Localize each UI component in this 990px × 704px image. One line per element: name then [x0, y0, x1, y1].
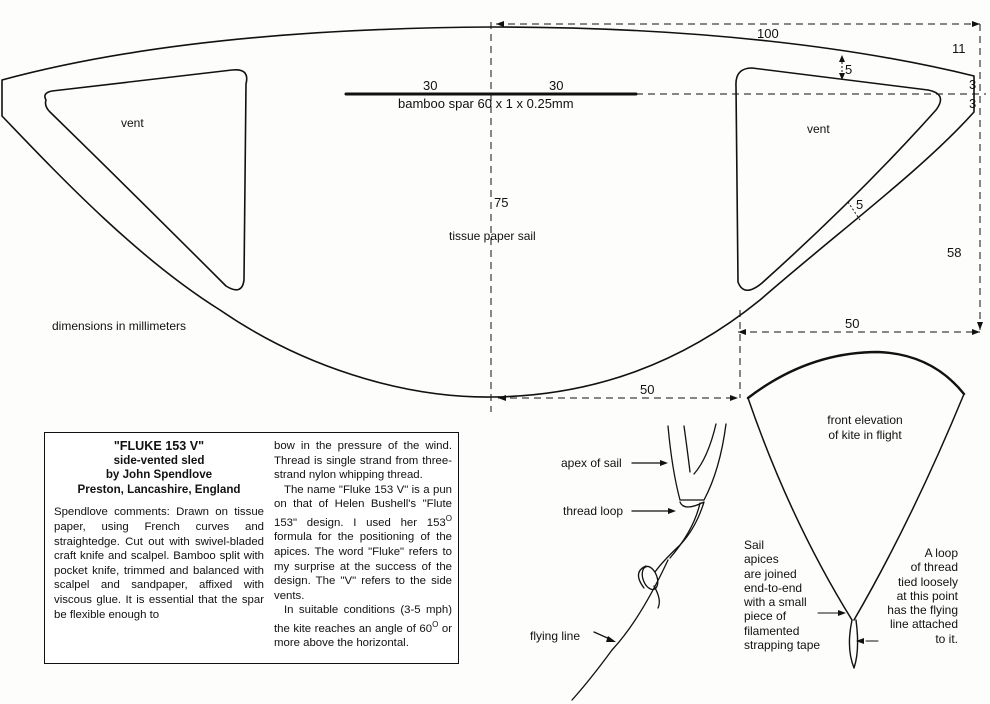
left-vent: [44, 68, 248, 291]
sail-edge-right: [703, 423, 727, 501]
apex-label: apex of sail: [561, 456, 622, 470]
front-elevation-title: front elevation of kite in flight: [827, 413, 903, 442]
arrowhead: [498, 395, 506, 401]
sail-outline: [1, 26, 975, 398]
article-column-left: "FLUKE 153 V" side-vented sled by John S…: [54, 439, 264, 622]
article-paragraph: The name "Fluke 153 V" is a pun on that …: [274, 483, 452, 602]
dimension-vent-margin-side: 5: [856, 197, 864, 212]
arrowhead: [977, 322, 983, 330]
arrowhead: [668, 508, 676, 514]
dimension-right-height: 58: [947, 245, 962, 260]
arrowhead: [972, 329, 980, 335]
thread-note: A loop of thread tied loosely at this po…: [887, 546, 958, 646]
dimension-edge-a: 3: [969, 77, 977, 92]
sail-edge-mid: [683, 425, 691, 473]
left-vent-label: vent: [121, 116, 144, 130]
front-elevation-kite: [746, 350, 966, 400]
front-elevation-left-edge: [747, 397, 853, 621]
article-location: Preston, Lancashire, England: [77, 482, 241, 496]
arrowhead: [660, 460, 668, 466]
dimension-half-width-right: 50: [845, 316, 860, 331]
dimension-edge-b: 3: [969, 96, 977, 111]
article-paragraph: In suitable conditions (3-5 mph) the kit…: [274, 604, 452, 650]
units-note: dimensions in millimeters: [52, 319, 187, 333]
article-header: "FLUKE 153 V" side-vented sled by John S…: [54, 439, 264, 497]
arrowhead: [606, 636, 616, 642]
article-box: "FLUKE 153 V" side-vented sled by John S…: [44, 432, 459, 664]
thread-loop: [654, 501, 705, 573]
front-elevation-tab: [848, 619, 859, 669]
article-subtitle: side-vented sled: [113, 453, 205, 467]
article-paragraph: Spendlove comments: Drawn on tissue pape…: [54, 506, 264, 621]
tissue-sail-label: tissue paper sail: [449, 229, 536, 243]
arrowhead: [839, 73, 845, 80]
flying-line: [571, 559, 669, 701]
right-vent: [735, 67, 942, 292]
dimension-center-height: 75: [494, 195, 509, 210]
arrowhead: [730, 395, 738, 401]
right-vent-label: vent: [807, 122, 830, 136]
article-byline: by John Spendlove: [105, 468, 213, 482]
dimension-half-width-bottom: 50: [640, 382, 655, 397]
arrowhead: [738, 329, 746, 335]
side-detail: [571, 423, 727, 701]
dimension-spar-right: 30: [549, 78, 564, 93]
dimension-spar-left: 30: [423, 78, 438, 93]
bamboo-spar-label: bamboo spar 60 x 1 x 0.25mm: [398, 96, 574, 111]
apices-note: Sail apices are joined end-to-end with a…: [744, 538, 821, 653]
front-elevation-right-edge: [853, 393, 965, 621]
sail-edge-mid2: [693, 423, 717, 475]
dimension-vent-margin-top: 5: [845, 62, 853, 77]
arrowhead: [496, 21, 504, 27]
flying-line-label: flying line: [530, 629, 581, 643]
sail-edge-left: [667, 425, 681, 501]
arrowhead: [839, 55, 845, 62]
thread-loop-label: thread loop: [563, 504, 624, 518]
dimension-top-right-offset: 11: [952, 41, 966, 56]
arrowhead: [856, 638, 864, 644]
dimension-top-arc: 100: [757, 26, 779, 41]
article-paragraph: bow in the pressure of the wind. Thread …: [274, 440, 452, 482]
article-column-right: bow in the pressure of the wind. Thread …: [274, 439, 452, 651]
arrowhead: [972, 21, 980, 27]
article-title: "FLUKE 153 V": [113, 439, 205, 453]
